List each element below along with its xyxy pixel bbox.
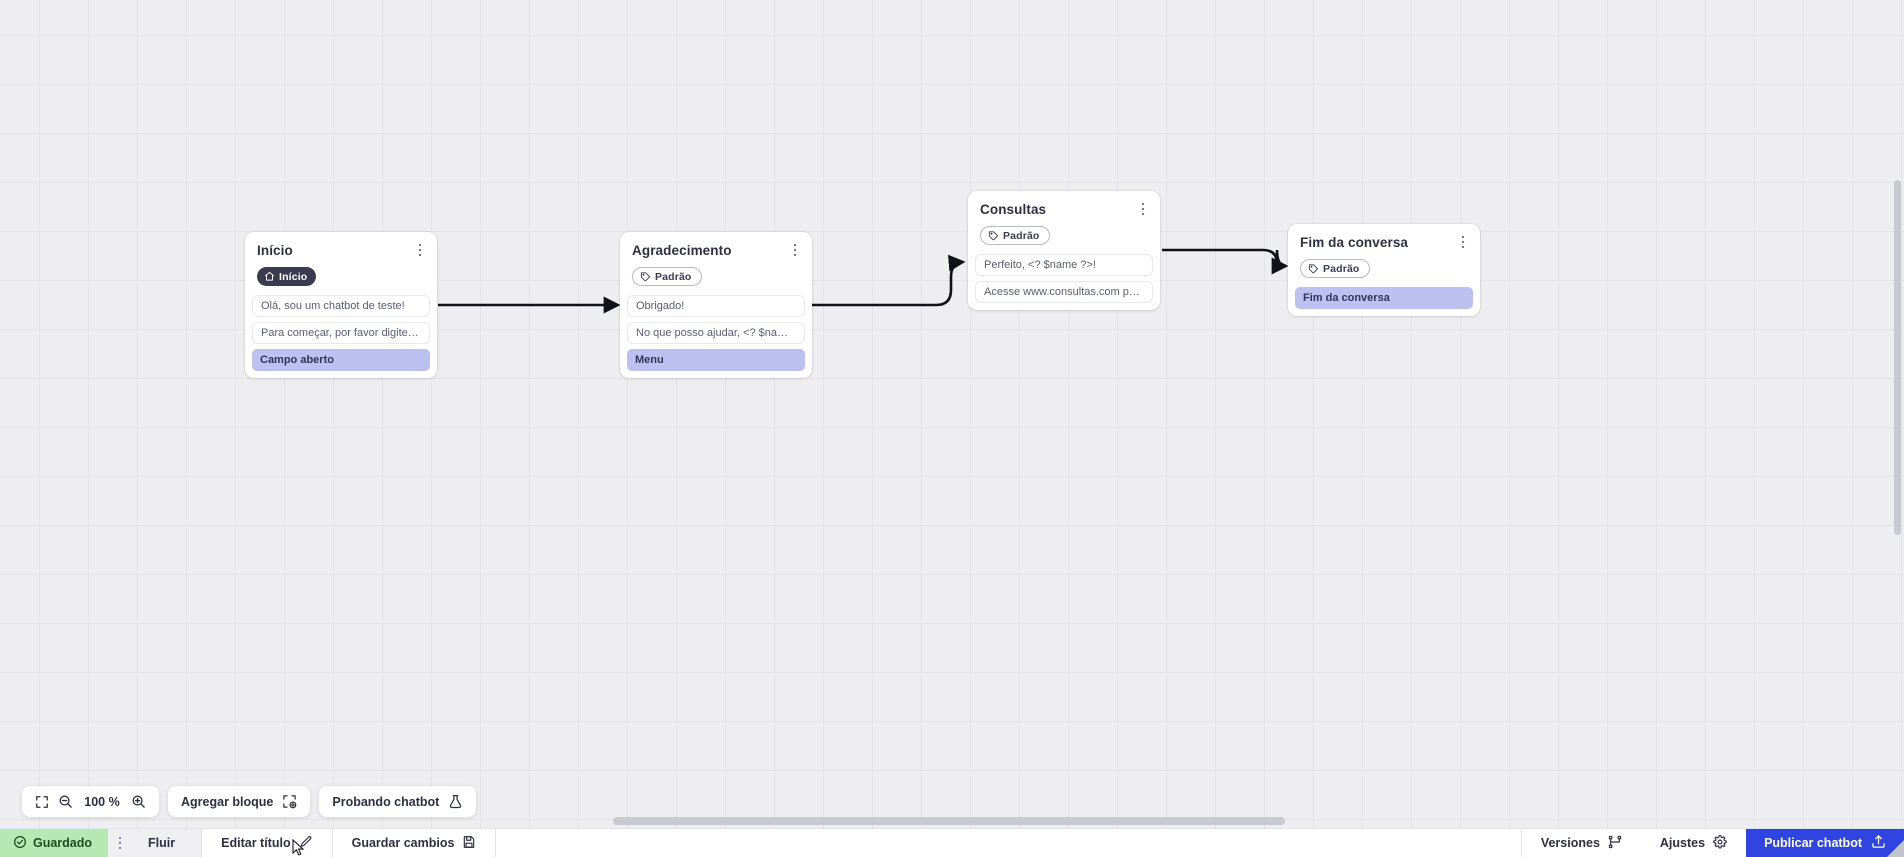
tag-icon: [988, 230, 999, 241]
node-badge-default: Padrão: [632, 267, 702, 286]
flow-node-agradecimento[interactable]: Agradecimento Padrão Obrigado! No que po…: [620, 232, 812, 378]
floppy-icon: [462, 835, 476, 852]
node-body: Obrigado! No que posso ajudar, <? $name …: [620, 295, 812, 371]
node-header: Agradecimento Padrão: [620, 232, 812, 295]
add-block-label: Agregar bloque: [181, 794, 274, 809]
node-menu-button[interactable]: [787, 241, 803, 259]
publish-label: Publicar chatbot: [1764, 836, 1862, 850]
node-message[interactable]: Para começar, por favor digite o ...: [252, 322, 430, 344]
connector-consultas-fim: [1162, 248, 1289, 275]
node-action[interactable]: Fim da conversa: [1295, 287, 1473, 309]
tag-icon: [640, 271, 651, 282]
node-badge-label: Início: [279, 270, 308, 283]
node-message-text: Para começar, por favor digite o ...: [261, 327, 421, 339]
node-message-text: Perfeito, <? $name ?>!: [984, 259, 1096, 271]
node-action[interactable]: Menu: [627, 349, 805, 371]
vertical-scrollbar[interactable]: [1894, 180, 1901, 535]
zoom-level-value: 100 %: [84, 794, 120, 809]
horizontal-scrollbar[interactable]: [613, 817, 1285, 825]
zoom-out-icon[interactable]: [58, 794, 73, 809]
node-body: Fim da conversa: [1288, 287, 1480, 309]
node-message-text: Acesse www.consultas.com par...: [984, 286, 1144, 298]
node-title: Agradecimento: [632, 243, 732, 258]
versions-button[interactable]: Versiones: [1520, 829, 1641, 857]
edit-title-button[interactable]: Editar título: [201, 829, 333, 857]
flow-node-inicio[interactable]: Início Início Olá, sou um chatbot de tes…: [245, 232, 437, 378]
settings-label: Ajustes: [1659, 836, 1706, 850]
versions-label: Versiones: [1540, 836, 1600, 850]
zoom-in-icon[interactable]: [131, 794, 146, 809]
node-badge-default: Padrão: [980, 226, 1050, 245]
node-title: Início: [257, 243, 293, 258]
publish-chatbot-button[interactable]: Publicar chatbot: [1746, 829, 1904, 857]
add-block-icon: [282, 794, 297, 809]
node-message[interactable]: Acesse www.consultas.com par...: [975, 281, 1153, 303]
flask-icon: [448, 794, 463, 809]
node-badge-default: Padrão: [1300, 259, 1370, 278]
node-message-text: Obrigado!: [636, 300, 685, 312]
node-message-text: Olá, sou um chatbot de teste!: [261, 300, 405, 312]
node-badge-label: Padrão: [655, 270, 692, 283]
connector-layer: [438, 248, 1289, 314]
node-menu-button[interactable]: [1135, 200, 1151, 218]
node-message[interactable]: No que posso ajudar, <? $name ...: [627, 322, 805, 344]
node-message-text: No que posso ajudar, <? $name ...: [636, 327, 796, 339]
connector-agradecimento-consultas: [806, 254, 966, 307]
saved-label: Guardado: [33, 836, 93, 850]
canvas-toolbar: 100 % Agregar bloque Probando chatbot: [22, 786, 477, 817]
node-badge-label: Padrão: [1003, 229, 1040, 242]
node-header: Início Início: [245, 232, 437, 295]
node-title: Fim da conversa: [1300, 235, 1409, 250]
settings-button[interactable]: Ajustes: [1641, 829, 1746, 857]
home-icon: [264, 271, 275, 282]
node-menu-button[interactable]: [412, 241, 428, 259]
node-message[interactable]: Olá, sou um chatbot de teste!: [252, 295, 430, 317]
save-changes-button[interactable]: Guardar cambios: [333, 829, 497, 857]
add-block-button[interactable]: Agregar bloque: [168, 786, 311, 817]
tab-fluir[interactable]: Fluir: [132, 829, 305, 857]
test-chatbot-button[interactable]: Probando chatbot: [319, 786, 477, 817]
flow-node-fim-da-conversa[interactable]: Fim da conversa Padrão Fim da conversa: [1288, 224, 1480, 316]
node-header: Fim da conversa Padrão: [1288, 224, 1480, 287]
test-chatbot-label: Probando chatbot: [332, 794, 440, 809]
branch-icon: [1608, 835, 1622, 852]
node-body: Perfeito, <? $name ?>! Acesse www.consul…: [968, 254, 1160, 303]
flow-menu-button[interactable]: [108, 829, 133, 857]
pencil-icon: [299, 835, 313, 852]
node-badge-label: Padrão: [1323, 262, 1360, 275]
node-menu-button[interactable]: [1455, 233, 1471, 251]
zoom-controls: 100 %: [22, 786, 159, 817]
node-title: Consultas: [980, 202, 1047, 217]
tag-icon: [1308, 263, 1319, 274]
node-message[interactable]: Perfeito, <? $name ?>!: [975, 254, 1153, 276]
save-changes-label: Guardar cambios: [351, 836, 455, 850]
node-header: Consultas Padrão: [968, 191, 1160, 254]
node-badge-start: Início: [257, 267, 317, 286]
edit-title-label: Editar título: [221, 836, 291, 850]
flow-label: Fluir: [148, 836, 176, 850]
gear-icon: [1713, 834, 1727, 852]
upload-icon: [1871, 834, 1886, 852]
node-body: Olá, sou um chatbot de teste! Para começ…: [245, 295, 437, 371]
check-circle-icon: [13, 835, 27, 852]
statusbar-spacer: [496, 829, 1520, 857]
bottom-status-bar: Guardado Fluir Editar título Guardar cam…: [0, 828, 1904, 857]
node-action[interactable]: Campo aberto: [252, 349, 430, 371]
flow-node-consultas[interactable]: Consultas Padrão Perfeito, <? $name ?>! …: [968, 191, 1160, 310]
node-message[interactable]: Obrigado!: [627, 295, 805, 317]
kebab-icon: [118, 836, 122, 850]
flow-canvas[interactable]: Início Início Olá, sou um chatbot de tes…: [0, 0, 1904, 828]
fit-screen-icon[interactable]: [35, 795, 49, 809]
saved-status-badge[interactable]: Guardado: [0, 829, 109, 857]
